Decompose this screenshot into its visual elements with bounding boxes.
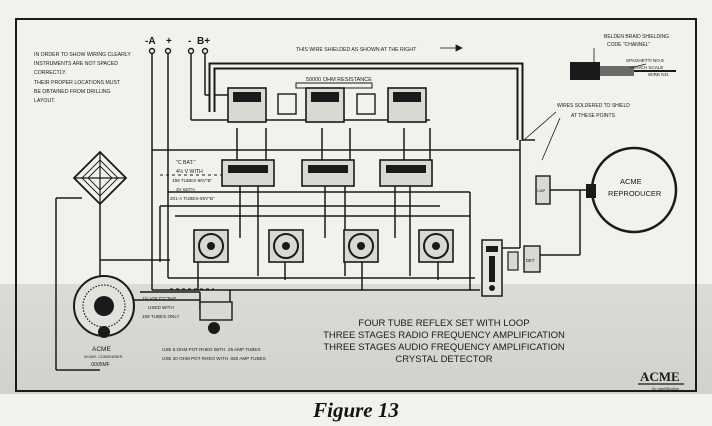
spaghetti-label: FRENCH SCALE <box>628 65 663 70</box>
resistance-label: 50000 OHM RESISTANCE <box>306 77 372 83</box>
rheo-note: USE 6 OHM POT RHEO WITH .25 AMP TUBES <box>162 347 261 352</box>
volt-bat-label: 1½ VOLT"C"BAT. <box>142 295 177 301</box>
spaghetti-tube <box>600 66 634 76</box>
rheo-note: USE 20 OHM POT RHEO WITH .060 AMP TUBES <box>162 356 266 361</box>
note-line: LAYOUT. <box>34 98 55 104</box>
transformer-row-middle <box>221 159 433 187</box>
loop-antenna <box>72 150 128 206</box>
title-line: THREE STAGES AUDIO FREQUENCY AMPLIFICATI… <box>323 342 564 353</box>
reproducer-label: REPRODUCER <box>608 189 662 198</box>
output-condenser <box>523 245 541 273</box>
terminal-a-minus-label: -A <box>145 36 156 47</box>
rheostat-assembly: 1½ VOLT"C"BAT. USED WITH 199 TUBES ONLY … <box>142 295 266 361</box>
crystal-detector: DET <box>481 239 541 297</box>
belden-label: BELDEN BRAID SHIELDING <box>604 34 669 40</box>
shielding-detail: BELDEN BRAID SHIELDING CODE "CHANNEL" SP… <box>570 34 676 80</box>
battery-terminals: -A + - B+ <box>145 36 210 55</box>
solder-arrows <box>523 111 561 161</box>
terminal-b-plus-label: B+ <box>197 36 210 47</box>
volt-bat-label: 199 TUBES ONLY <box>142 314 180 319</box>
tube-socket <box>343 229 379 263</box>
wiring-lines <box>55 54 590 371</box>
solder-note: WIRES SOLDERED TO SHIELD <box>557 103 630 109</box>
acme-tagline: for amplification <box>652 386 679 391</box>
tube-socket <box>193 229 229 263</box>
cap-label: CAP <box>537 188 546 193</box>
title-line: FOUR TUBE REFLEX SET WITH LOOP <box>358 318 529 329</box>
note-line: THEIR PROPER LOCATIONS MUST <box>34 80 121 86</box>
reproducer-brand: ACME <box>620 177 642 186</box>
volt-bat-label: USED WITH <box>148 305 174 310</box>
c-bat-label: 3V WITH <box>176 187 195 192</box>
braid-shield <box>570 62 600 80</box>
shield-arrow <box>440 44 463 52</box>
coupling-condenser <box>535 175 551 205</box>
figure-caption: Figure 13 <box>313 398 399 422</box>
tube-sockets <box>193 229 454 263</box>
det-label: DET <box>526 258 535 263</box>
c-bat-label: "C BAT." <box>176 160 196 166</box>
shield-wire-label: THIS WIRE SHIELDED AS SHOWN AT THE RIGHT <box>296 47 417 53</box>
condenser-value: .0005MF <box>90 362 110 368</box>
acme-logo-text: ACME <box>640 369 680 384</box>
title-line: CRYSTAL DETECTOR <box>395 354 492 365</box>
note-line: CORRECTLY. <box>34 70 66 76</box>
acme-logo: ACME for amplification <box>638 369 684 391</box>
condenser-brand: ACME <box>92 346 111 353</box>
condenser-type: W.VAR. CONDENSER <box>84 355 123 359</box>
leader-lines <box>160 174 238 290</box>
bypass-condenser <box>507 251 519 271</box>
belden-label: CODE "CHANNEL" <box>607 42 651 48</box>
rheostat <box>199 301 233 321</box>
title-block: FOUR TUBE REFLEX SET WITH LOOP THREE STA… <box>323 318 565 365</box>
wire-size-label: WIRE NO. <box>648 72 669 77</box>
diagram-border <box>15 18 697 392</box>
shielded-wire <box>208 62 524 140</box>
note-line: INSTRUMENTS ARE NOT SPACED <box>34 61 118 67</box>
terminal-b-minus-label: - <box>188 36 191 47</box>
tube-socket <box>418 229 454 263</box>
c-battery-note: "C BAT." 4½ V WITH 199 TUBES-90V"B" 3V W… <box>170 160 215 201</box>
spaghetti-label: SPAGHETTI NO.8 <box>626 58 664 63</box>
fixed-condenser <box>356 93 376 115</box>
c-bat-label: 4½ V WITH <box>176 168 203 175</box>
variable-condenser: ACME W.VAR. CONDENSER .0005MF <box>73 275 135 368</box>
solder-note: AT THESE POINTS <box>571 113 616 119</box>
c-bat-label: 201-A TUBES-90V"B" <box>170 196 215 201</box>
fixed-condenser <box>277 93 297 115</box>
c-bat-label: 199 TUBES-90V"B" <box>172 178 213 183</box>
terminal-a-plus-label: + <box>166 36 172 47</box>
transformer-row-top <box>227 87 427 123</box>
reproducer: ACME REPRODUCER <box>586 146 678 234</box>
tube-socket <box>268 229 304 263</box>
title-line: THREE STAGES RADIO FREQUENCY AMPLIFICATI… <box>323 330 565 341</box>
note-line: BE OBTAINED FROM DRILLING <box>34 89 111 95</box>
wiring-note: IN ORDER TO SHOW WIRING CLEARLY INSTRUME… <box>34 52 131 104</box>
note-line: IN ORDER TO SHOW WIRING CLEARLY <box>34 52 131 58</box>
